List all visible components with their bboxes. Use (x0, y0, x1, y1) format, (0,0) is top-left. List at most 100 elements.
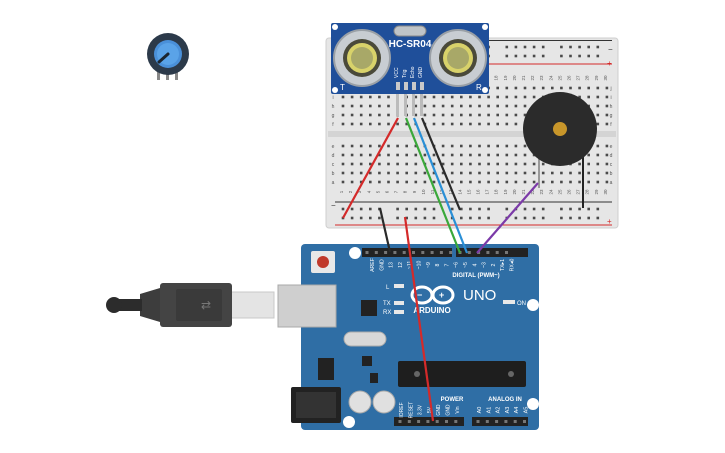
power-pin-label: Vin (455, 406, 461, 413)
breadboard-row-label: d (610, 153, 613, 159)
breadboard-row-label: i (332, 95, 333, 101)
header-pin-label: 2 (491, 263, 497, 266)
breadboard-row-label: i (610, 95, 611, 101)
header-pin-label: 4 (472, 263, 478, 266)
sensor-pin-vcc: VCC (394, 67, 400, 78)
breadboard-column-label: 17 (485, 189, 490, 195)
breadboard-column-label: 15 (466, 189, 471, 195)
header-pin-label: ~6 (454, 262, 460, 268)
wire-green-trig[interactable] (404, 117, 462, 254)
header-pin-label: TX▸1 (500, 259, 506, 271)
breadboard-column-label: 4 (366, 190, 371, 193)
wire-red-vcc[interactable] (342, 117, 399, 219)
breadboard-column-label: 21 (521, 189, 526, 195)
breadboard-column-label: 5 (375, 190, 380, 193)
breadboard-row-label: f (610, 122, 612, 128)
power-pin-label: 5V (427, 406, 433, 413)
breadboard-column-label: 26 (567, 189, 572, 195)
rail-plus-bottom-label: + (607, 217, 612, 226)
breadboard-row-label: e (332, 144, 335, 150)
breadboard-column-label: 22 (530, 189, 535, 195)
breadboard-column-label: 24 (548, 189, 553, 195)
breadboard-row-label: j (609, 86, 611, 92)
header-pin-label: ~3 (482, 262, 488, 268)
led-label-on: ON (517, 301, 526, 307)
breadboard-column-label: 16 (476, 189, 481, 195)
breadboard-column-label: 7 (394, 190, 399, 193)
ultrasonic-sensor[interactable]: HC-SR04 T R VCC Trig Echo GND (331, 23, 489, 116)
header-pin-label: 12 (398, 262, 404, 268)
breadboard-column-label: 18 (494, 75, 499, 81)
header-pin-label: 7 (444, 263, 450, 266)
led-label-tx: TX (383, 301, 391, 307)
analog-pin-label: A1 (486, 407, 492, 414)
breadboard-column-label: 23 (539, 75, 544, 81)
breadboard-row-label: b (610, 171, 613, 177)
power-pin-label: GND (446, 404, 452, 416)
wire-purple-buzzer[interactable] (476, 182, 539, 254)
sensor-pin-gnd: GND (418, 67, 424, 79)
breadboard-row-label: h (332, 104, 335, 110)
breadboard-column-label: 28 (585, 75, 590, 81)
header-pin-label: ~11 (407, 261, 413, 270)
breadboard-column-label: 9 (412, 190, 417, 193)
breadboard-column-label: 26 (567, 75, 572, 81)
header-pin-label: RX◂0 (510, 259, 516, 272)
breadboard-column-label: 13 (448, 189, 453, 195)
breadboard-column-label: 23 (539, 189, 544, 195)
board-model-label: UNO (463, 287, 496, 304)
potentiometer-icon[interactable] (147, 33, 189, 80)
wire-red-5v[interactable] (403, 216, 435, 422)
breadboard-column-label: 19 (503, 75, 508, 81)
breadboard-column-label: 11 (430, 189, 435, 194)
wire-blue-echo[interactable] (412, 117, 469, 254)
breadboard-column-label: 12 (439, 189, 444, 195)
breadboard-row-label: c (610, 162, 613, 168)
usb-cable-icon[interactable]: ⇄ (106, 283, 275, 327)
rail-minus-bottom-label: − (331, 201, 336, 210)
breadboard-row-label: f (332, 122, 334, 128)
rail-plus-label: + (607, 59, 612, 68)
analog-pin-label: A0 (477, 407, 483, 414)
analog-pin-label: A3 (505, 407, 511, 414)
breadboard-column-label: 6 (385, 190, 390, 193)
breadboard-column-label: 20 (512, 75, 517, 81)
digital-pwm-label: DIGITAL (PWM~) (452, 273, 499, 279)
wire-black-board-gnd[interactable] (378, 207, 392, 253)
breadboard-row-label: c (332, 162, 335, 168)
breadboard-row-label: g (332, 113, 335, 119)
rail-minus-label-right: − (608, 45, 613, 54)
analog-pin-label: A2 (496, 407, 502, 414)
breadboard-column-label: 18 (494, 189, 499, 195)
breadboard-column-label: 24 (548, 75, 553, 81)
breadboard-row-label: e (610, 144, 613, 150)
header-pin-label: 13 (389, 262, 395, 268)
breadboard-row-label: d (332, 153, 335, 159)
sensor-pin-trig: Trig (402, 69, 408, 78)
breadboard-column-label: 27 (576, 189, 581, 195)
breadboard-column-label: 30 (603, 189, 608, 195)
svg-text:+: + (439, 290, 444, 300)
breadboard-row-label: a (332, 180, 335, 186)
piezo-buzzer-icon[interactable] (523, 92, 597, 208)
header-pin-label: ~10 (417, 260, 423, 269)
breadboard-column-label: 19 (503, 189, 508, 195)
header-pin-label: GND (379, 259, 385, 271)
power-pin-label: GND (436, 404, 442, 416)
breadboard-row-label: b (332, 171, 335, 177)
breadboard-column-label: 3 (357, 190, 362, 193)
sensor-t-label: T (340, 83, 345, 92)
breadboard-column-label: 22 (530, 75, 535, 81)
svg-text:−: − (417, 290, 422, 300)
power-pin-label: IOREF (399, 402, 405, 417)
breadboard-column-label: 14 (457, 189, 462, 195)
breadboard-column-label: 10 (421, 189, 426, 195)
breadboard-column-label: 29 (594, 75, 599, 81)
breadboard-column-label: 27 (576, 75, 581, 81)
wire-black-gnd[interactable] (420, 117, 462, 211)
arduino-logo-icon: − + (410, 285, 455, 305)
breadboard-column-label: 28 (585, 189, 590, 195)
